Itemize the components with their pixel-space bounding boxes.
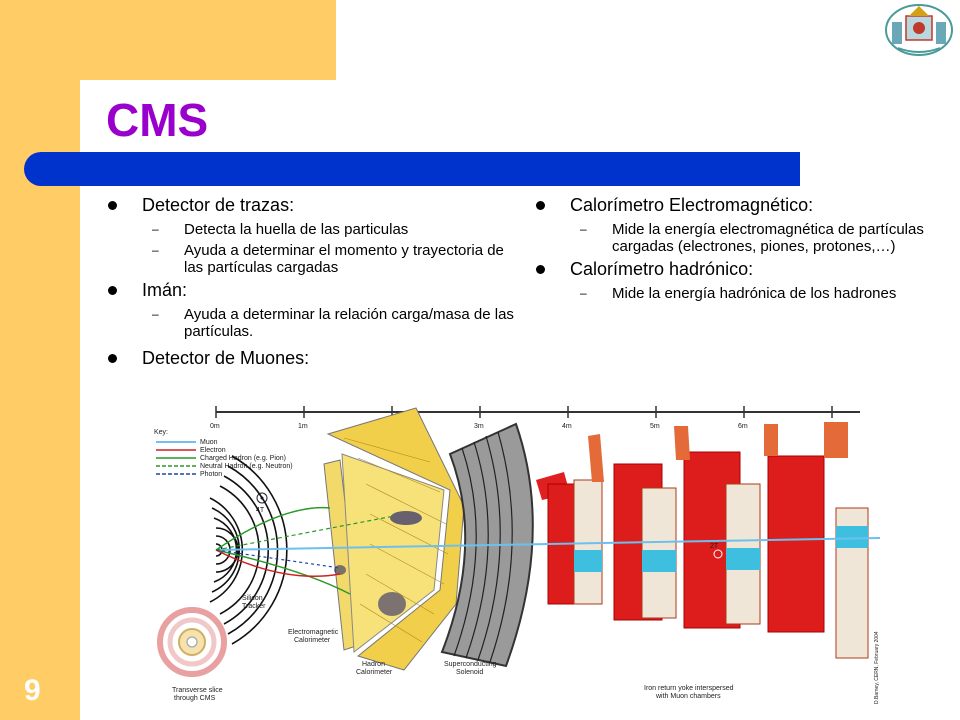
credit-label: D.Barney, CERN, February 2004	[874, 631, 880, 704]
sub-bullet: –Detecta la huella de las particulas	[152, 221, 409, 238]
bullet-dot	[108, 286, 117, 295]
slide-number: 9	[24, 674, 41, 707]
key-title: Key:	[154, 429, 168, 436]
bullet-dot	[108, 354, 117, 363]
bullet-dot	[536, 265, 545, 274]
energy-deposit	[334, 565, 346, 575]
silicon-label: Silicon	[242, 595, 263, 602]
top-frame-band	[80, 0, 336, 80]
energy-deposit	[390, 511, 422, 525]
sub-bullet: –Mide la energía hadrónica de los hadron…	[580, 285, 897, 302]
photon-track	[215, 549, 341, 569]
bullet-muon-detector: Detector de Muones:	[106, 348, 526, 369]
scale-tick-label: 4m	[562, 423, 572, 430]
left-frame-bar	[0, 0, 80, 720]
hcal-label: Hadron	[362, 661, 385, 668]
scale-tick-label: 0m	[210, 423, 220, 430]
svg-text:Solenoid: Solenoid	[456, 669, 483, 676]
yoke-label: Iron return yoke interspersed	[644, 685, 734, 692]
key-label: Charged Hadron (e.g. Pion)	[200, 455, 286, 462]
field-marker-icon	[256, 492, 268, 504]
ecal-label: Electromagnetic	[288, 629, 339, 636]
svg-text:through CMS: through CMS	[174, 695, 216, 702]
transverse-slice-inset	[157, 607, 227, 677]
right-text-column: Calorímetro Electromagnético: –Mide la e…	[534, 193, 954, 306]
scale-tick-label: 1m	[298, 423, 308, 430]
ecal-body	[341, 453, 445, 653]
slice-label: Transverse slice	[172, 687, 223, 694]
bullet-dot	[536, 201, 545, 210]
key-label: Photon	[200, 471, 222, 478]
field-marker-icon	[713, 549, 723, 559]
key-label: Muon	[200, 439, 218, 446]
svg-text:with Muon chambers: with Muon chambers	[655, 693, 721, 700]
muon-track	[215, 537, 881, 551]
charged-hadron-track	[215, 506, 331, 551]
svg-text:Tracker: Tracker	[242, 603, 266, 610]
cms-detector-diagram: 0m1m2m3m4m5m6m7m Key: MuonElectronCharge…	[144, 394, 886, 712]
sub-bullet: –Ayuda a determinar el momento y trayect…	[152, 242, 504, 276]
sub-bullet: –Ayuda a determinar la relación carga/ma…	[152, 306, 514, 340]
bullet-ecal: Calorímetro Electromagnético:	[534, 195, 954, 216]
svg-text:Calorimeter: Calorimeter	[356, 669, 393, 676]
slide-title: CMS	[106, 94, 209, 146]
neutral-hadron-track	[215, 515, 395, 551]
solenoid-label: Superconducting	[444, 661, 497, 668]
hcal-body	[326, 407, 465, 671]
bullet-hcal: Calorímetro hadrónico:	[534, 259, 954, 280]
bullet-magnet: Imán:	[106, 280, 526, 301]
sub-bullet: –Mide la energía electromagnética de par…	[580, 221, 924, 255]
bullet-dot	[108, 201, 117, 210]
university-seal-logo	[885, 4, 953, 56]
title-underline-bar	[24, 152, 800, 186]
field-2t-label: 2T	[710, 543, 719, 550]
scale-tick-label: 3m	[474, 423, 484, 430]
field-4t-label: 4T	[256, 507, 265, 514]
scale-tick-label: 5m	[650, 423, 660, 430]
key-label: Electron	[200, 447, 226, 454]
bullet-tracker: Detector de trazas:	[106, 195, 526, 216]
energy-deposit	[378, 592, 406, 616]
svg-text:Calorimeter: Calorimeter	[294, 637, 331, 644]
electron-track	[215, 549, 341, 577]
left-text-column: Detector de trazas: –Detecta la huella d…	[106, 193, 526, 374]
scale-tick-label: 6m	[738, 423, 748, 430]
